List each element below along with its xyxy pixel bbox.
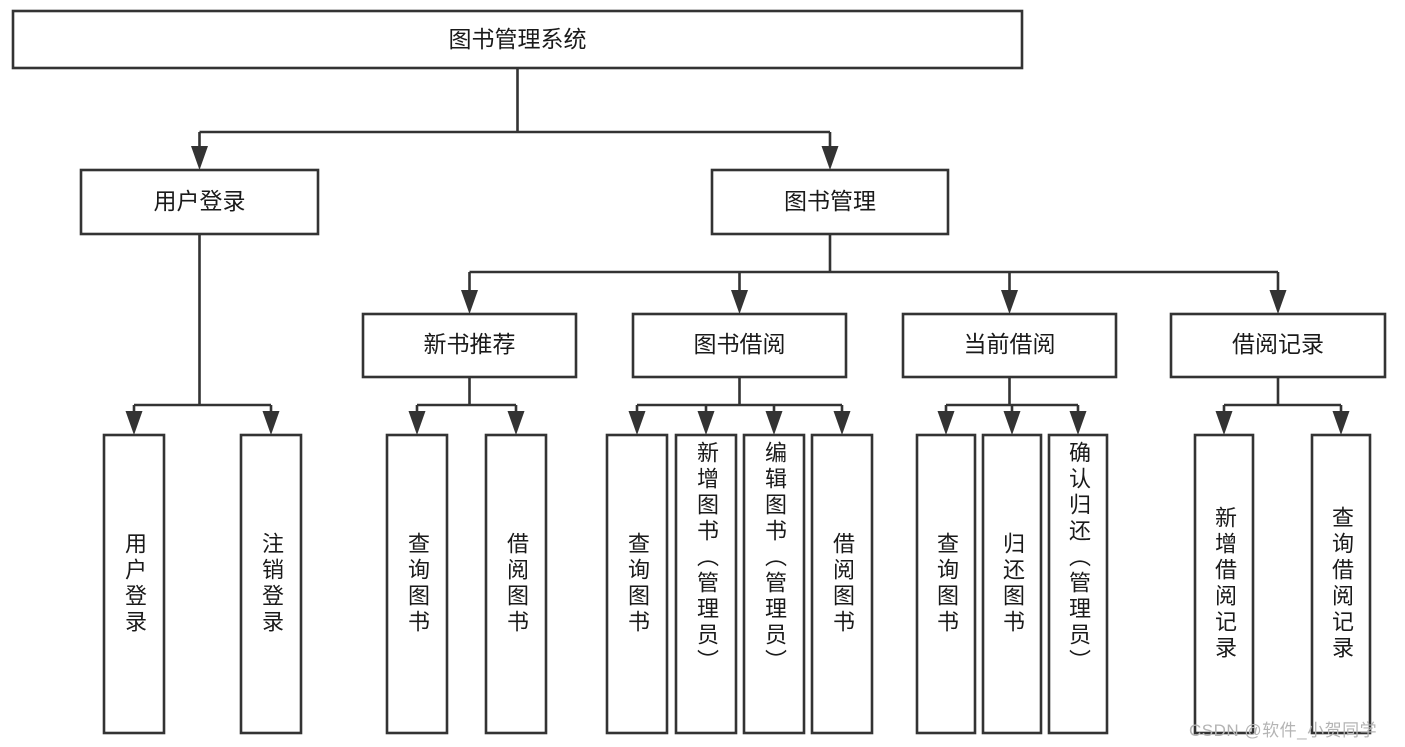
node-user-login-box[interactable]	[79, 168, 320, 236]
node-leaf-confirm-return-admin-box[interactable]	[1047, 433, 1109, 735]
arrowhead-book-borrow	[731, 290, 748, 314]
connector-group	[125, 68, 1350, 435]
arrowhead-leaf-add-book-admin	[697, 411, 715, 435]
node-borrow-record[interactable]: 借阅记录	[1169, 312, 1387, 379]
node-book-borrow-label: 图书借阅	[694, 331, 786, 357]
node-new-book-recommend[interactable]: 新书推荐	[361, 312, 578, 379]
csdn-watermark: CSDN @软件_小贺同学	[1189, 721, 1378, 740]
node-current-borrow-box[interactable]	[901, 312, 1118, 379]
connector-bookborrow-bus	[635, 377, 844, 414]
node-leaf-query-book-borrow-box[interactable]	[605, 433, 669, 735]
node-book-borrow[interactable]: 图书借阅	[631, 312, 848, 379]
arrowhead-user-login	[191, 146, 208, 170]
node-leaf-add-borrow-record-box[interactable]	[1193, 433, 1255, 735]
connector-borrowrecord-bus	[1222, 377, 1343, 414]
node-root-box[interactable]	[11, 9, 1024, 70]
node-leaf-query-borrow-record-box[interactable]	[1310, 433, 1372, 735]
connector-root-to-level1	[198, 68, 832, 150]
arrowhead-leaf-query-book-rec	[408, 411, 426, 435]
node-root-label: 图书管理系统	[449, 26, 587, 52]
node-leaf-query-book-rec-box[interactable]	[385, 433, 449, 735]
node-book-management[interactable]: 图书管理	[710, 168, 950, 236]
arrowhead-leaf-user-login	[125, 411, 143, 435]
arrowhead-leaf-user-logout	[262, 411, 280, 435]
node-current-borrow-label: 当前借阅	[964, 331, 1056, 357]
node-borrow-record-label: 借阅记录	[1232, 331, 1324, 357]
connector-bookmgmt-bus	[468, 234, 1280, 292]
arrowhead-new-book-recommend	[461, 290, 478, 314]
node-leaf-borrow-book-rec-box[interactable]	[484, 433, 548, 735]
node-current-borrow[interactable]: 当前借阅	[901, 312, 1118, 379]
arrowhead-leaf-add-borrow-record	[1215, 411, 1233, 435]
node-book-borrow-box[interactable]	[631, 312, 848, 379]
node-user-login[interactable]: 用户登录	[79, 168, 320, 236]
node-book-management-label: 图书管理	[784, 188, 876, 214]
arrowhead-leaf-query-borrow-record	[1332, 411, 1350, 435]
arrowhead-leaf-borrow-book-rec	[507, 411, 525, 435]
node-leaf-add-book-admin-box[interactable]	[674, 433, 738, 735]
arrowhead-leaf-return-book	[1003, 411, 1021, 435]
node-leaf-query-book-current-box[interactable]	[915, 433, 977, 735]
node-new-book-recommend-box[interactable]	[361, 312, 578, 379]
arrowhead-current-borrow	[1001, 290, 1018, 314]
arrowhead-borrow-record	[1269, 290, 1287, 314]
connector-newbook-bus	[415, 377, 518, 414]
node-leaf-user-login-box[interactable]	[102, 433, 166, 735]
node-leaf-return-book-box[interactable]	[981, 433, 1043, 735]
arrowhead-leaf-confirm-return-admin	[1069, 411, 1087, 435]
node-leaf-user-logout-box[interactable]	[239, 433, 303, 735]
connector-currentborrow-bus	[944, 377, 1080, 414]
node-new-book-recommend-label: 新书推荐	[424, 331, 516, 357]
node-book-management-box[interactable]	[710, 168, 950, 236]
arrowhead-leaf-query-book-borrow	[628, 411, 646, 435]
arrowhead-leaf-borrow-book	[833, 411, 851, 435]
leaf-box-group	[102, 433, 1372, 735]
arrowhead-leaf-edit-book-admin	[765, 411, 783, 435]
node-root[interactable]: 图书管理系统	[11, 9, 1024, 70]
arrowhead-leaf-query-book-current	[937, 411, 955, 435]
node-leaf-edit-book-admin-box[interactable]	[742, 433, 806, 735]
connector-userlogin-bus	[132, 234, 273, 414]
node-user-login-label: 用户登录	[154, 188, 246, 214]
node-borrow-record-box[interactable]	[1169, 312, 1387, 379]
arrowhead-book-management	[821, 146, 839, 170]
node-leaf-borrow-book-box[interactable]	[810, 433, 874, 735]
